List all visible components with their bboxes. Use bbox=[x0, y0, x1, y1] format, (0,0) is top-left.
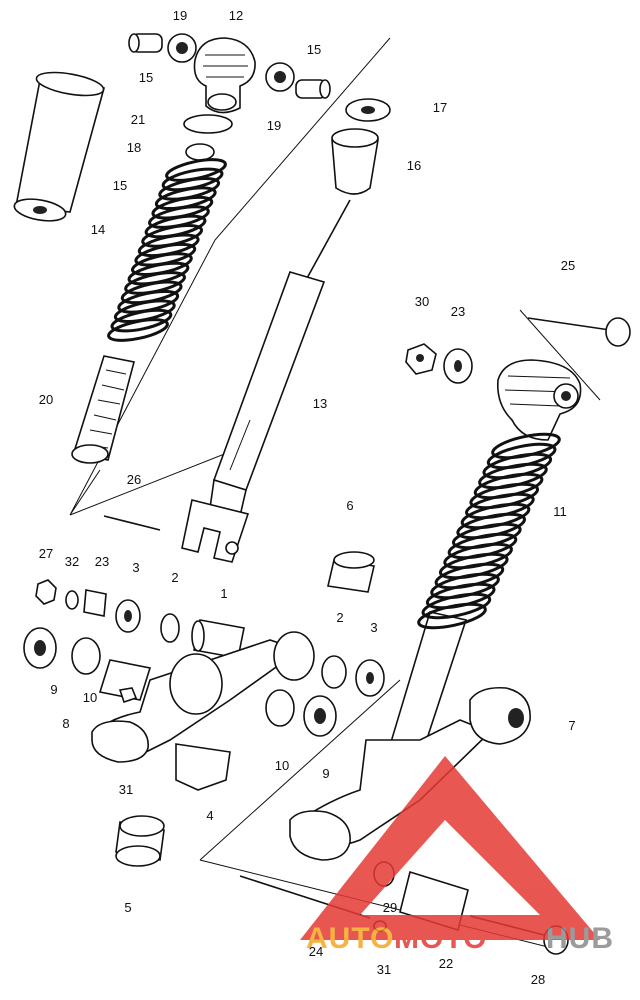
callout-label: 9 bbox=[50, 682, 57, 697]
nut-and-washer-right bbox=[405, 343, 473, 384]
callout-label: 17 bbox=[433, 100, 447, 115]
callout-label: 31 bbox=[377, 962, 391, 977]
callout-label: 21 bbox=[131, 112, 145, 127]
upper-mount-cap bbox=[193, 37, 256, 114]
callout-label: 24 bbox=[309, 944, 323, 959]
spring-coil-turn bbox=[110, 308, 173, 333]
swing-arm-left bbox=[91, 631, 315, 791]
callout-label: 15 bbox=[113, 178, 127, 193]
spring-coil-turn bbox=[421, 592, 492, 620]
collar-5 bbox=[115, 815, 165, 867]
callout-label: 14 bbox=[91, 222, 105, 237]
callout-label: 20 bbox=[39, 392, 53, 407]
washers-mid bbox=[23, 627, 385, 737]
callout-label: 15 bbox=[139, 70, 153, 85]
callout-label: 8 bbox=[62, 716, 69, 731]
spring-coil-turn bbox=[417, 602, 487, 630]
callout-label: 23 bbox=[95, 554, 109, 569]
callout-label: 23 bbox=[451, 304, 465, 319]
callout-label: 32 bbox=[65, 554, 79, 569]
small-hardware-left bbox=[35, 515, 245, 659]
callout-label: 19 bbox=[173, 8, 187, 23]
spring-coil-turn bbox=[107, 318, 169, 342]
assembly-guide-lines bbox=[69, 37, 601, 951]
callout-label: 22 bbox=[439, 956, 453, 971]
damper-washer-and-bump-rubber bbox=[331, 98, 391, 195]
watermark-text-moto: MOTO bbox=[394, 922, 487, 955]
callout-label: 5 bbox=[124, 900, 131, 915]
swing-arm-right bbox=[289, 686, 531, 861]
callout-label: 10 bbox=[275, 758, 289, 773]
callout-label: 19 bbox=[267, 118, 281, 133]
callout-label: 10 bbox=[83, 690, 97, 705]
callout-label: 25 bbox=[561, 258, 575, 273]
damper-unit bbox=[181, 199, 351, 563]
callout-label: 26 bbox=[127, 472, 141, 487]
callout-label: 11 bbox=[553, 504, 567, 519]
callout-label: 2 bbox=[336, 610, 343, 625]
callout-label: 15 bbox=[307, 42, 321, 57]
large-bush-sleeve bbox=[13, 71, 106, 222]
assembled-shock-absorber bbox=[386, 359, 582, 761]
bush-6 bbox=[327, 551, 375, 593]
spring-seat-and-collar bbox=[183, 114, 233, 161]
callout-label: 2 bbox=[171, 570, 178, 585]
callout-label: 28 bbox=[531, 972, 545, 987]
callout-label: 16 bbox=[407, 158, 421, 173]
callout-label: 1 bbox=[220, 586, 227, 601]
watermark-triangle-logo bbox=[300, 756, 600, 940]
callout-label: 9 bbox=[322, 766, 329, 781]
callout-label: 3 bbox=[132, 560, 139, 575]
coil-spring-assembled bbox=[417, 432, 561, 630]
coil-spring-upper bbox=[107, 158, 227, 342]
callout-label: 3 bbox=[370, 620, 377, 635]
callout-label: 13 bbox=[313, 396, 327, 411]
callout-label: 27 bbox=[39, 546, 53, 561]
callout-label: 7 bbox=[568, 718, 575, 733]
callout-label: 6 bbox=[346, 498, 353, 513]
watermark-text-hub: HUB bbox=[546, 922, 614, 955]
callout-label: 31 bbox=[119, 782, 133, 797]
callout-label: 18 bbox=[127, 140, 141, 155]
watermark-text-auto: AUTO bbox=[306, 922, 394, 955]
callout-label: 30 bbox=[415, 294, 429, 309]
upper-mount-bolt bbox=[527, 317, 631, 347]
top-bushes bbox=[128, 33, 331, 99]
callout-label: 12 bbox=[229, 8, 243, 23]
automotohub-watermark: AUTO MOTO HUB bbox=[300, 756, 614, 955]
callout-label: 4 bbox=[206, 808, 213, 823]
callout-label: 29 bbox=[383, 900, 397, 915]
dust-cover bbox=[71, 355, 135, 464]
